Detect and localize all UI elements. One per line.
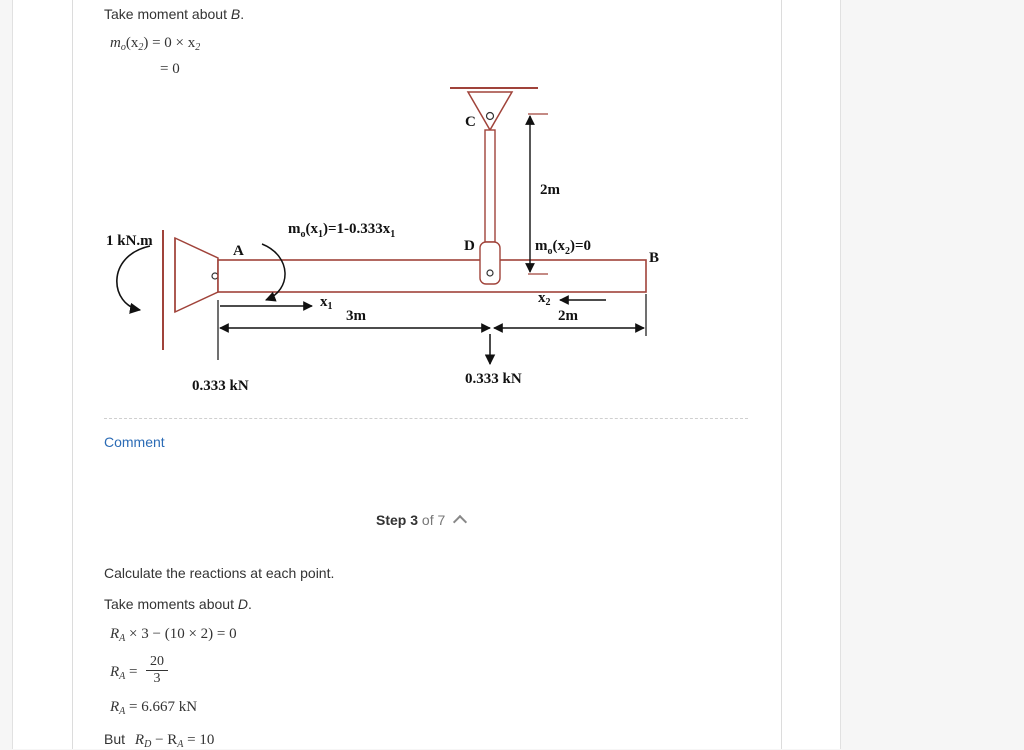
- label-point-b: B: [649, 250, 659, 266]
- label-force-right: 0.333 kN: [465, 371, 522, 387]
- step2-equation-1: mo(x2) = 0 × x2: [110, 35, 201, 53]
- label-x1: x1: [320, 294, 333, 312]
- step3-line-1: Calculate the reactions at each point.: [104, 565, 335, 581]
- step3-line-2: Take moments about D.: [104, 596, 252, 612]
- step3-equation-b: RA =: [110, 664, 138, 682]
- step-header[interactable]: Step 3 of 7: [376, 512, 468, 530]
- step3-equation-a: RA × 3 − (10 × 2) = 0: [110, 626, 237, 644]
- solution-step-3-card: [72, 497, 782, 749]
- label-point-c: C: [465, 114, 476, 130]
- link-rod-cd: [484, 129, 496, 243]
- label-3m: 3m: [346, 308, 367, 324]
- label-moment-eq-right: mo(x2)=0: [535, 238, 591, 257]
- fraction-20-over-3: 20 3: [146, 654, 168, 687]
- label-force-left: 0.333 kN: [192, 378, 249, 394]
- pin-d: [486, 269, 494, 277]
- beam: [217, 259, 647, 293]
- label-2m-horizontal: 2m: [558, 308, 579, 324]
- pin-support-c: [466, 91, 514, 132]
- internal-moment-arrow: [261, 243, 286, 302]
- step2-intro: Take moment about B.: [104, 6, 245, 22]
- applied-moment-arrow: [116, 245, 151, 314]
- pin-c: [485, 111, 495, 121]
- link-end-d: [479, 241, 501, 285]
- section-divider: [104, 418, 748, 419]
- step3-but-line: But RD − RA = 10: [104, 731, 215, 750]
- label-moment: 1 kN.m: [106, 233, 153, 249]
- label-point-d: D: [464, 238, 475, 254]
- label-point-a: A: [233, 243, 244, 259]
- comment-link[interactable]: Comment: [104, 434, 165, 450]
- chevron-up-icon[interactable]: [453, 514, 468, 530]
- pin-a: [211, 272, 219, 280]
- label-moment-eq-left: mo(x1)=1-0.333x1: [288, 221, 395, 240]
- step2-equation-2: = 0: [160, 61, 180, 77]
- label-x2: x2: [538, 290, 551, 308]
- step3-equation-c: RA = 6.667 kN: [110, 699, 198, 717]
- label-2m-vertical: 2m: [540, 182, 561, 198]
